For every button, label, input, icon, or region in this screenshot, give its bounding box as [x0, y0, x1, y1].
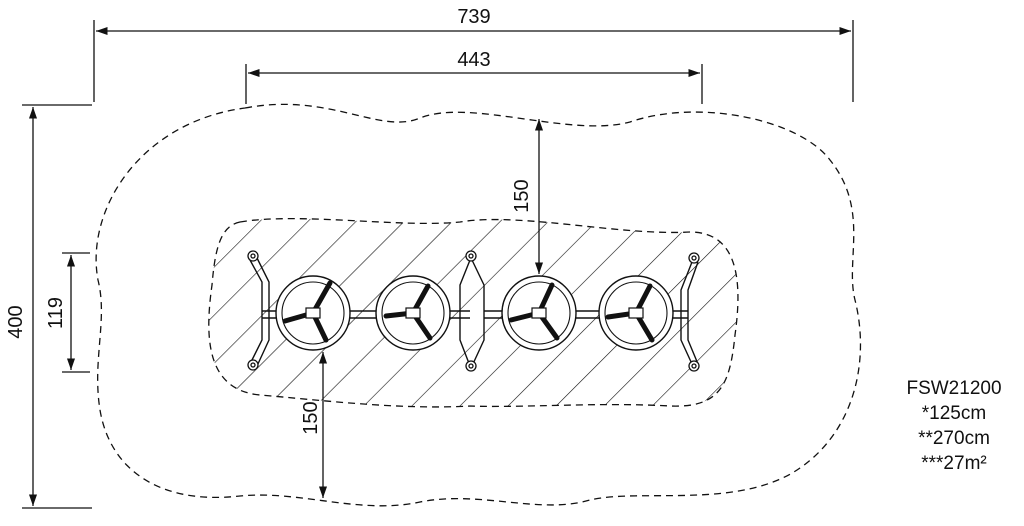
spec-block: FSW21200 *125cm **270cm ***27m²	[894, 376, 1014, 476]
dimension-overall-width	[93, 20, 854, 102]
dimension-equipment-depth-label: 119	[45, 297, 67, 329]
spec-fall-height: *125cm	[921, 403, 987, 424]
frame-posts	[247, 250, 700, 372]
spinner-seat-4	[598, 275, 674, 351]
spinner-seat-2	[375, 275, 451, 351]
impact-area-hatched	[208, 217, 739, 408]
dimension-clearance-top-label: 150	[511, 179, 533, 212]
dimension-equipment-width-label: 443	[457, 49, 490, 71]
spec-safety-area: ***27m²	[921, 453, 987, 474]
dimension-overall-width-label: 739	[457, 6, 490, 28]
spec-safety-distance: **270cm	[918, 428, 990, 449]
safety-zone-outline	[95, 103, 862, 507]
dimension-equipment-width	[245, 64, 703, 104]
spinner-seat-3	[501, 275, 577, 351]
dimension-overall-depth	[22, 104, 92, 509]
dimension-clearance-bottom-label: 150	[300, 401, 322, 434]
spinner-seat-1	[275, 275, 351, 351]
model-code: FSW21200	[906, 378, 1002, 399]
dimension-equipment-depth	[62, 252, 90, 373]
dimension-overall-depth-label: 400	[5, 305, 27, 338]
